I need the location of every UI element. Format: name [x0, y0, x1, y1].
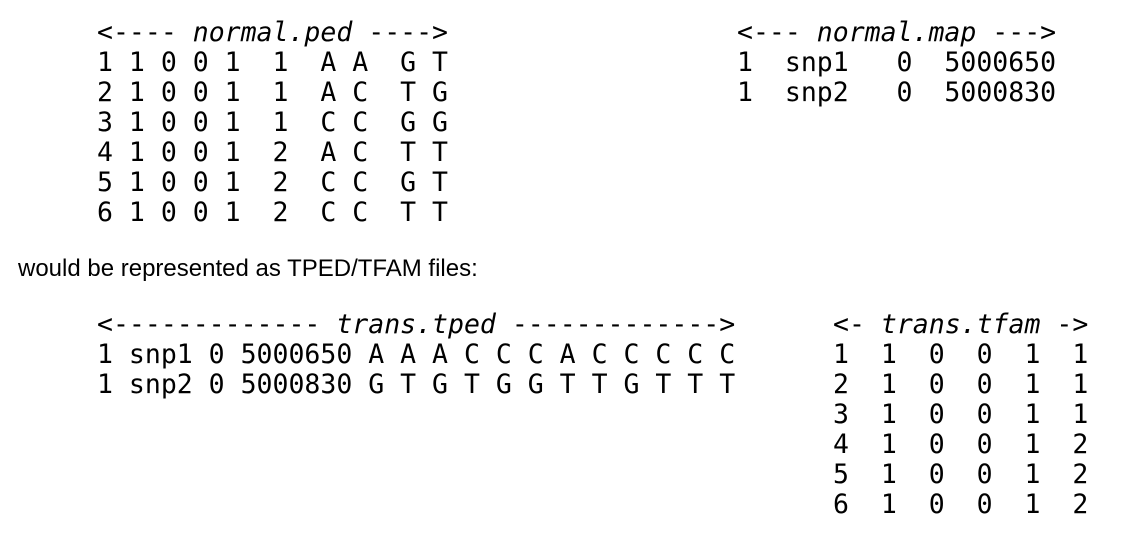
normal-map-filename: normal.map	[816, 17, 977, 48]
trans-tped-block: <------------- trans.tped ------------->…	[97, 310, 735, 400]
ped-row: 2 1 0 0 1 1 A C T G	[97, 77, 448, 108]
tped-row: 1 snp2 0 5000830 G T G T G G T T G T T T	[97, 369, 736, 400]
tfam-row: 2 1 0 0 1 1	[833, 369, 1089, 400]
ped-row: 3 1 0 0 1 1 C C G G	[97, 107, 448, 138]
tped-row: 1 snp1 0 5000650 A A A C C C A C C C C C	[97, 339, 736, 370]
tfam-row: 1 1 0 0 1 1	[833, 339, 1089, 370]
trans-tped-header: <------------- trans.tped ------------->	[97, 310, 735, 340]
tfam-row: 4 1 0 0 1 2	[833, 429, 1089, 460]
ped-row: 1 1 0 0 1 1 A A G T	[97, 47, 448, 78]
normal-map-header: <--- normal.map --->	[737, 18, 1056, 48]
header-right-arrow: ---->	[352, 17, 449, 48]
header-right-arrow: ------------->	[495, 309, 736, 340]
map-row: 1 snp2 0 5000830	[737, 77, 1057, 108]
trans-tfam-header: <- trans.tfam ->	[833, 310, 1088, 340]
header-right-arrow: --->	[976, 17, 1057, 48]
ped-row: 5 1 0 0 1 2 C C G T	[97, 167, 448, 198]
header-left-arrow: <----	[97, 17, 193, 48]
tfam-row: 5 1 0 0 1 2	[833, 459, 1089, 490]
header-left-arrow: <-------------	[97, 309, 337, 340]
map-row: 1 snp1 0 5000650	[737, 47, 1057, 78]
trans-tfam-filename: trans.tfam	[880, 309, 1041, 340]
header-left-arrow: <---	[737, 17, 817, 48]
trans-tped-filename: trans.tped	[336, 309, 496, 340]
normal-ped-filename: normal.ped	[192, 17, 353, 48]
header-left-arrow: <-	[833, 309, 881, 340]
ped-row: 6 1 0 0 1 2 C C T T	[97, 197, 448, 228]
normal-ped-header: <---- normal.ped ---->	[97, 18, 448, 48]
caption-text: would be represented as TPED/TFAM files:	[18, 255, 478, 282]
ped-row: 4 1 0 0 1 2 A C T T	[97, 137, 448, 168]
header-right-arrow: ->	[1040, 309, 1089, 340]
normal-ped-block: <---- normal.ped ---->1 1 0 0 1 1 A A G …	[97, 18, 448, 228]
tfam-row: 6 1 0 0 1 2	[833, 489, 1089, 520]
tfam-row: 3 1 0 0 1 1	[833, 399, 1089, 430]
